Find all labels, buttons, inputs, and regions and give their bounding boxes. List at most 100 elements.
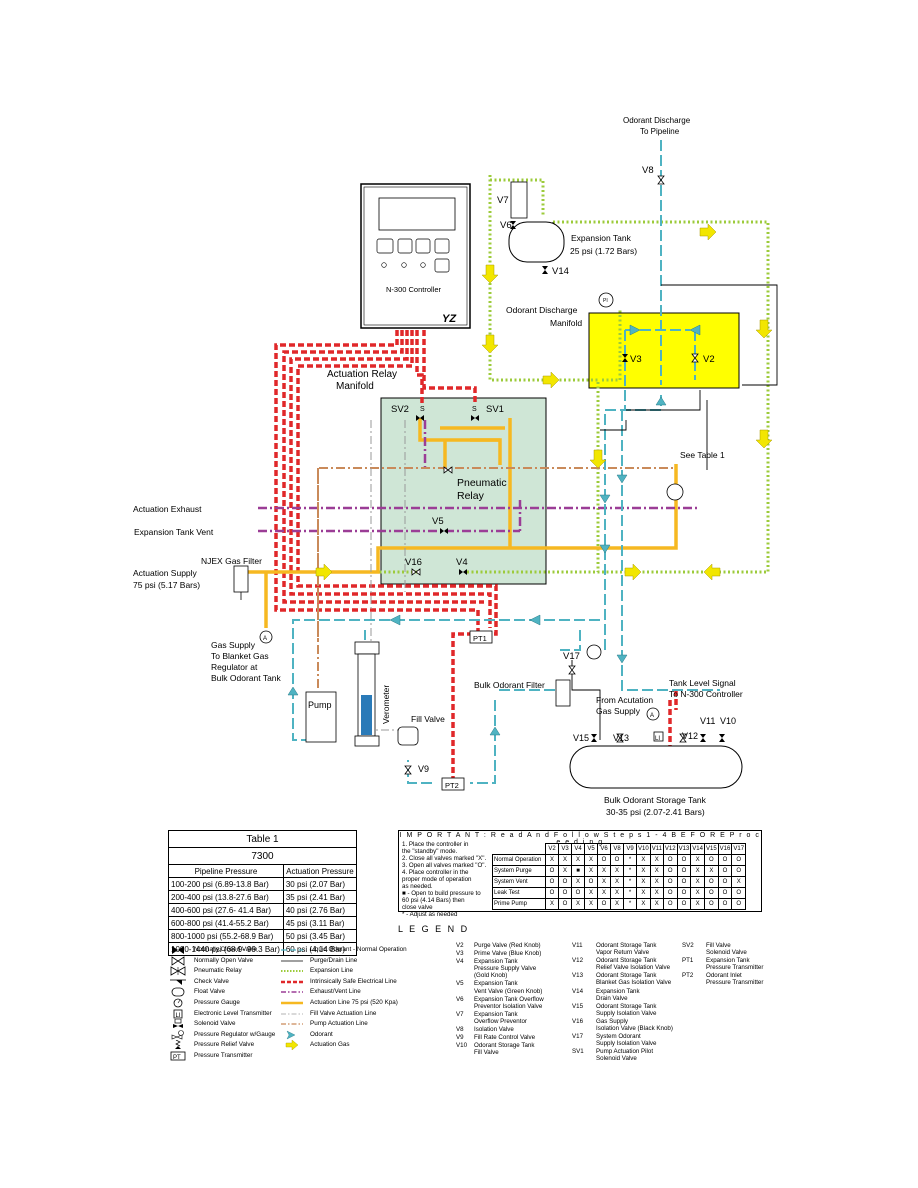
legend-line-label: Purge/Drain Line <box>310 956 358 964</box>
label-s-left: S <box>420 406 425 413</box>
valve-description-line: Preventor Isolation Valve <box>474 1002 543 1010</box>
pt2-box <box>441 777 465 791</box>
float-valve-icon <box>168 987 188 997</box>
legend-line-row: Purge/Drain Line <box>280 956 450 967</box>
legend-line-row: Intrinsically Safe Electrical Line <box>280 977 450 988</box>
electrical-line-icon <box>280 977 304 987</box>
valve-table-header: V16 <box>717 843 733 855</box>
valve-table-cell: X <box>690 854 705 866</box>
valve-table-cell: X <box>690 898 705 910</box>
label-bulk-filter: Bulk Odorant Filter <box>474 680 545 690</box>
valve-description-key: V5 <box>456 980 464 988</box>
valve-table-cell: * <box>623 887 637 899</box>
valve-table-cell: O <box>717 898 733 910</box>
legend-line-label: Intrinsically Safe Electrical Line <box>310 977 397 985</box>
table-1-cell: 800-1000 psi (55.2-68.9 Bar) <box>168 929 284 943</box>
label-actuation-relay-1: Actuation Relay <box>327 369 397 380</box>
label-tank-level-1: Tank Level Signal <box>669 678 736 688</box>
valve-table-cell: X <box>610 898 624 910</box>
actuation-gas-arrows <box>315 223 773 581</box>
pt1-box <box>469 630 493 644</box>
valve-table-cell: O <box>545 865 559 877</box>
valve-description-key: V15 <box>572 1002 584 1010</box>
label-v2: V2 <box>703 354 715 365</box>
legend-symbol-row: Normally Open Valve <box>168 955 278 967</box>
label-expansion-tank-psi: 25 psi (1.72 Bars) <box>570 246 637 256</box>
pump-actuation-line-icon <box>280 1019 304 1029</box>
valve-table-cell: O <box>731 854 747 866</box>
table-1: Table 1 7300 Pipeline Pressure Actuation… <box>168 830 358 956</box>
valve-table-cell: O <box>731 887 747 899</box>
legend-symbol-label: Normally Open Valve <box>194 956 254 964</box>
label-a-left: A <box>263 636 267 642</box>
valve-table-cell: O <box>703 887 719 899</box>
valve-table-cell: X <box>597 865 611 877</box>
label-li: LI <box>655 736 660 742</box>
purge-drain-line-icon <box>280 956 304 966</box>
valve-table-cell: O <box>571 887 585 899</box>
expansion-tank <box>508 181 565 263</box>
valve-table-mode: Leak Test <box>492 887 546 899</box>
valve-description-key: V16 <box>572 1017 584 1025</box>
valve-description-line: Isolation Valve (Black Knob) <box>596 1025 673 1033</box>
label-pump: Pump <box>308 700 332 710</box>
label-tank-level-2: To N-300 Controller <box>669 689 743 699</box>
important-step: 3. Open all valves marked "O". <box>402 862 487 869</box>
label-njex-filter: NJEX Gas Filter <box>201 556 262 566</box>
valve-table-cell: O <box>731 865 747 877</box>
label-gas-supply-4: Bulk Odorant Tank <box>211 673 282 683</box>
label-actuation-supply-2: 75 psi (5.17 Bars) <box>133 580 200 590</box>
label-sv2: SV2 <box>391 404 409 415</box>
legend-symbol-label: Pressure Transmitter <box>194 1051 253 1059</box>
legend-symbol-row: Pressure Gauge <box>168 998 278 1009</box>
legend-symbol-label: Check Valve <box>194 977 229 985</box>
expansion-line-icon <box>280 966 304 976</box>
valve-table-cell: X <box>571 898 585 910</box>
table-1-cell: 50 psi (3.45 Bar) <box>282 929 358 943</box>
valve-table-cell: X <box>610 865 624 877</box>
table-1-cell: 1000-1440 psi (68.9- 99.3 Bar) <box>168 942 284 956</box>
label-discharge-manifold-2: Manifold <box>550 318 582 328</box>
label-pi: PI <box>603 298 608 304</box>
valve-description-line: Prime Valve (Blue Knob) <box>474 950 542 958</box>
valve-description-line: Odorant Storage Tank <box>474 1042 535 1050</box>
bulk-odorant-filter-shape <box>555 679 571 707</box>
valve-table-cell: O <box>662 865 678 877</box>
label-discharge-manifold-1: Odorant Discharge <box>506 305 578 315</box>
valve-description-key: V10 <box>456 1042 468 1050</box>
valve-table-cell: O <box>662 887 678 899</box>
liquid-odorant-line-icon <box>280 945 304 955</box>
label-pt1: PT1 <box>473 634 487 643</box>
valve-table-header: V15 <box>703 843 719 855</box>
valve-table-cell: O <box>662 876 678 888</box>
label-pt2: PT2 <box>445 781 459 790</box>
controller-logo: YZ <box>442 313 457 325</box>
valve-table-cell: O <box>717 887 733 899</box>
important-step: close valve <box>402 904 433 911</box>
legend-line-row: Expansion Line <box>280 966 450 977</box>
valve-table-cell: X <box>690 887 705 899</box>
table-1-cell: 200-400 psi (13.8-27.6 Bar) <box>168 890 284 904</box>
valve-description-line: Expansion Tank <box>474 1010 518 1018</box>
valve-table-cell: O <box>731 898 747 910</box>
valve-table-cell: O <box>703 876 719 888</box>
valve-table-cell: X <box>584 898 598 910</box>
electrical-lines <box>274 330 678 783</box>
